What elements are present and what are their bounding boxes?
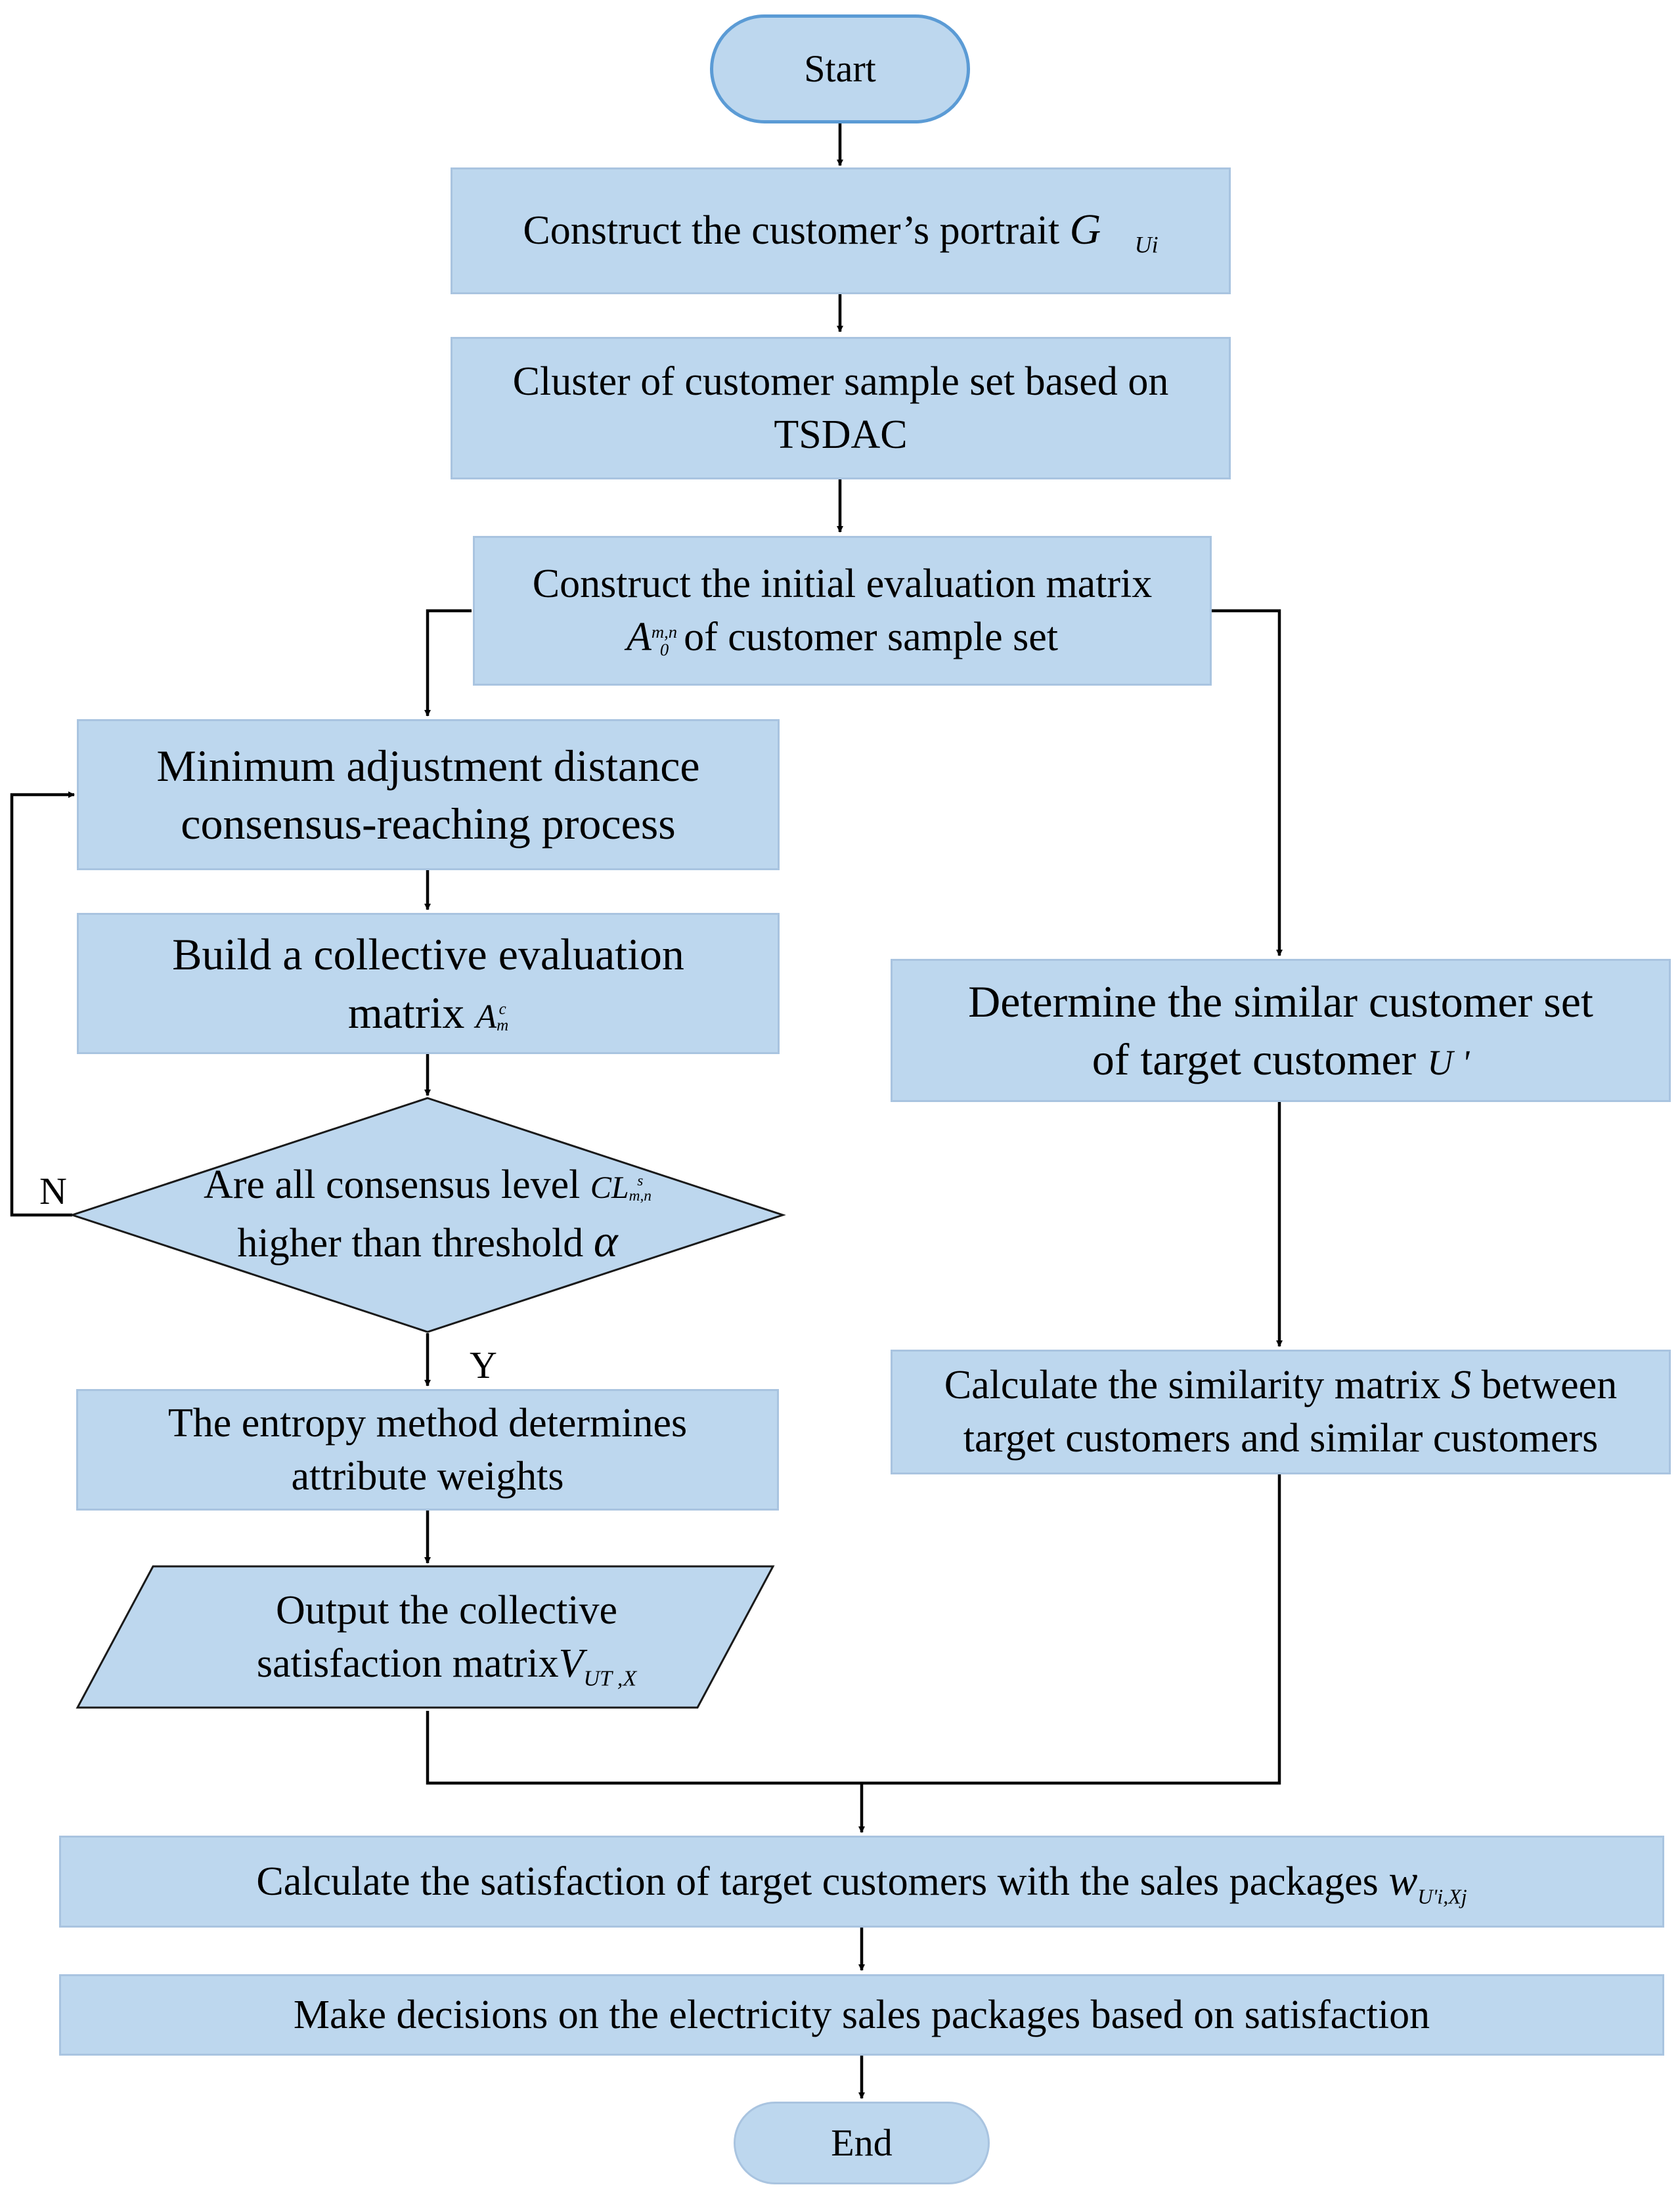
collective-line1: Build a collective evaluation [172,929,684,980]
line-output-to-merge [426,1474,1281,1785]
initial-sup: m,n [651,622,678,642]
output-sub: UT ,X [583,1666,637,1690]
similar-set-line2: of target customer [1092,1034,1417,1084]
output-line2: satisfaction matrix [256,1641,559,1686]
output-math: V [558,1641,584,1686]
output-matrix-data: Output the collective satisfaction matri… [158,1570,736,1708]
start-terminal: Start [710,14,970,123]
satisfaction-sub: U'i,Xj [1417,1884,1467,1909]
consensus-line2: higher than threshold [237,1220,584,1266]
similarity-line1b: between [1481,1363,1618,1408]
similar-set-math: U ' [1427,1043,1470,1082]
arrow-initial-to-similar-set [1212,609,1283,956]
min-adjust-line2: consensus-reaching process [181,799,676,849]
yes-label: Y [470,1344,497,1386]
initial-line2: of customer sample set [684,615,1059,659]
cluster-box: Cluster of customer sample set based on … [451,337,1231,479]
similarity-math: S [1451,1363,1472,1408]
end-terminal: End [734,2102,990,2184]
output-parallelogram-shape [76,1565,775,1709]
consensus-sup: s [637,1172,644,1189]
initial-line1: Construct the initial evaluation matrix [532,562,1153,607]
initial-sub: 0 [659,639,669,659]
similar-customer-set-box: Determine the similar customer set of ta… [891,959,1671,1102]
consensus-line1: Are all consensus level [204,1162,581,1208]
satisfaction-calc-box: Calculate the satisfaction of target cus… [59,1836,1664,1928]
portrait-math: G⃗ [1069,205,1135,254]
min-adjustment-box: Minimum adjustment distance consensus-re… [77,719,780,870]
collective-sub: m [497,1016,509,1034]
start-label: Start [804,47,876,91]
no-label: N [39,1170,67,1212]
cluster-line2: TSDAC [774,412,908,457]
collective-line2: matrix [347,987,465,1038]
satisfaction-math: w [1388,1857,1418,1905]
entropy-line1: The entropy method determines [167,1400,688,1446]
consensus-sub: m,n [629,1187,652,1204]
output-line1: Output the collective [276,1587,617,1633]
initial-matrix-box: Construct the initial evaluation matrix … [473,536,1212,686]
consensus-math: CL [590,1170,629,1206]
similarity-line1a: Calculate the similarity matrix [944,1363,1441,1408]
initial-math: A [626,615,652,659]
decision-text: Make decisions on the electricity sales … [293,1992,1430,2037]
decision-box: Make decisions on the electricity sales … [59,1974,1664,2056]
decision-diamond-shape [69,1097,786,1333]
arrow-diamond-no-loop [10,791,75,1217]
entropy-method-box: The entropy method determines attribute … [76,1389,779,1511]
similar-set-line1: Determine the similar customer set [968,976,1593,1027]
end-label: End [831,2121,893,2165]
collective-math: A [475,998,497,1036]
similarity-matrix-box: Calculate the similarity matrix S betwee… [891,1350,1671,1474]
portrait-text: Construct the customer’s portrait [523,208,1060,253]
min-adjust-line1: Minimum adjustment distance [156,740,700,791]
portrait-sub: Ui [1134,231,1159,258]
cluster-line1: Cluster of customer sample set based on [512,359,1169,404]
arrow-initial-to-min-adjust [424,609,472,717]
collective-sup: c [498,1000,506,1018]
alpha-symbol: α [593,1216,618,1267]
similarity-line2: target customers and similar customers [963,1416,1599,1461]
satisfaction-text: Calculate the satisfaction of target cus… [256,1859,1379,1904]
entropy-line2: attribute weights [291,1453,564,1499]
construct-portrait-box: Construct the customer’s portrait G⃗Ui [451,167,1231,294]
